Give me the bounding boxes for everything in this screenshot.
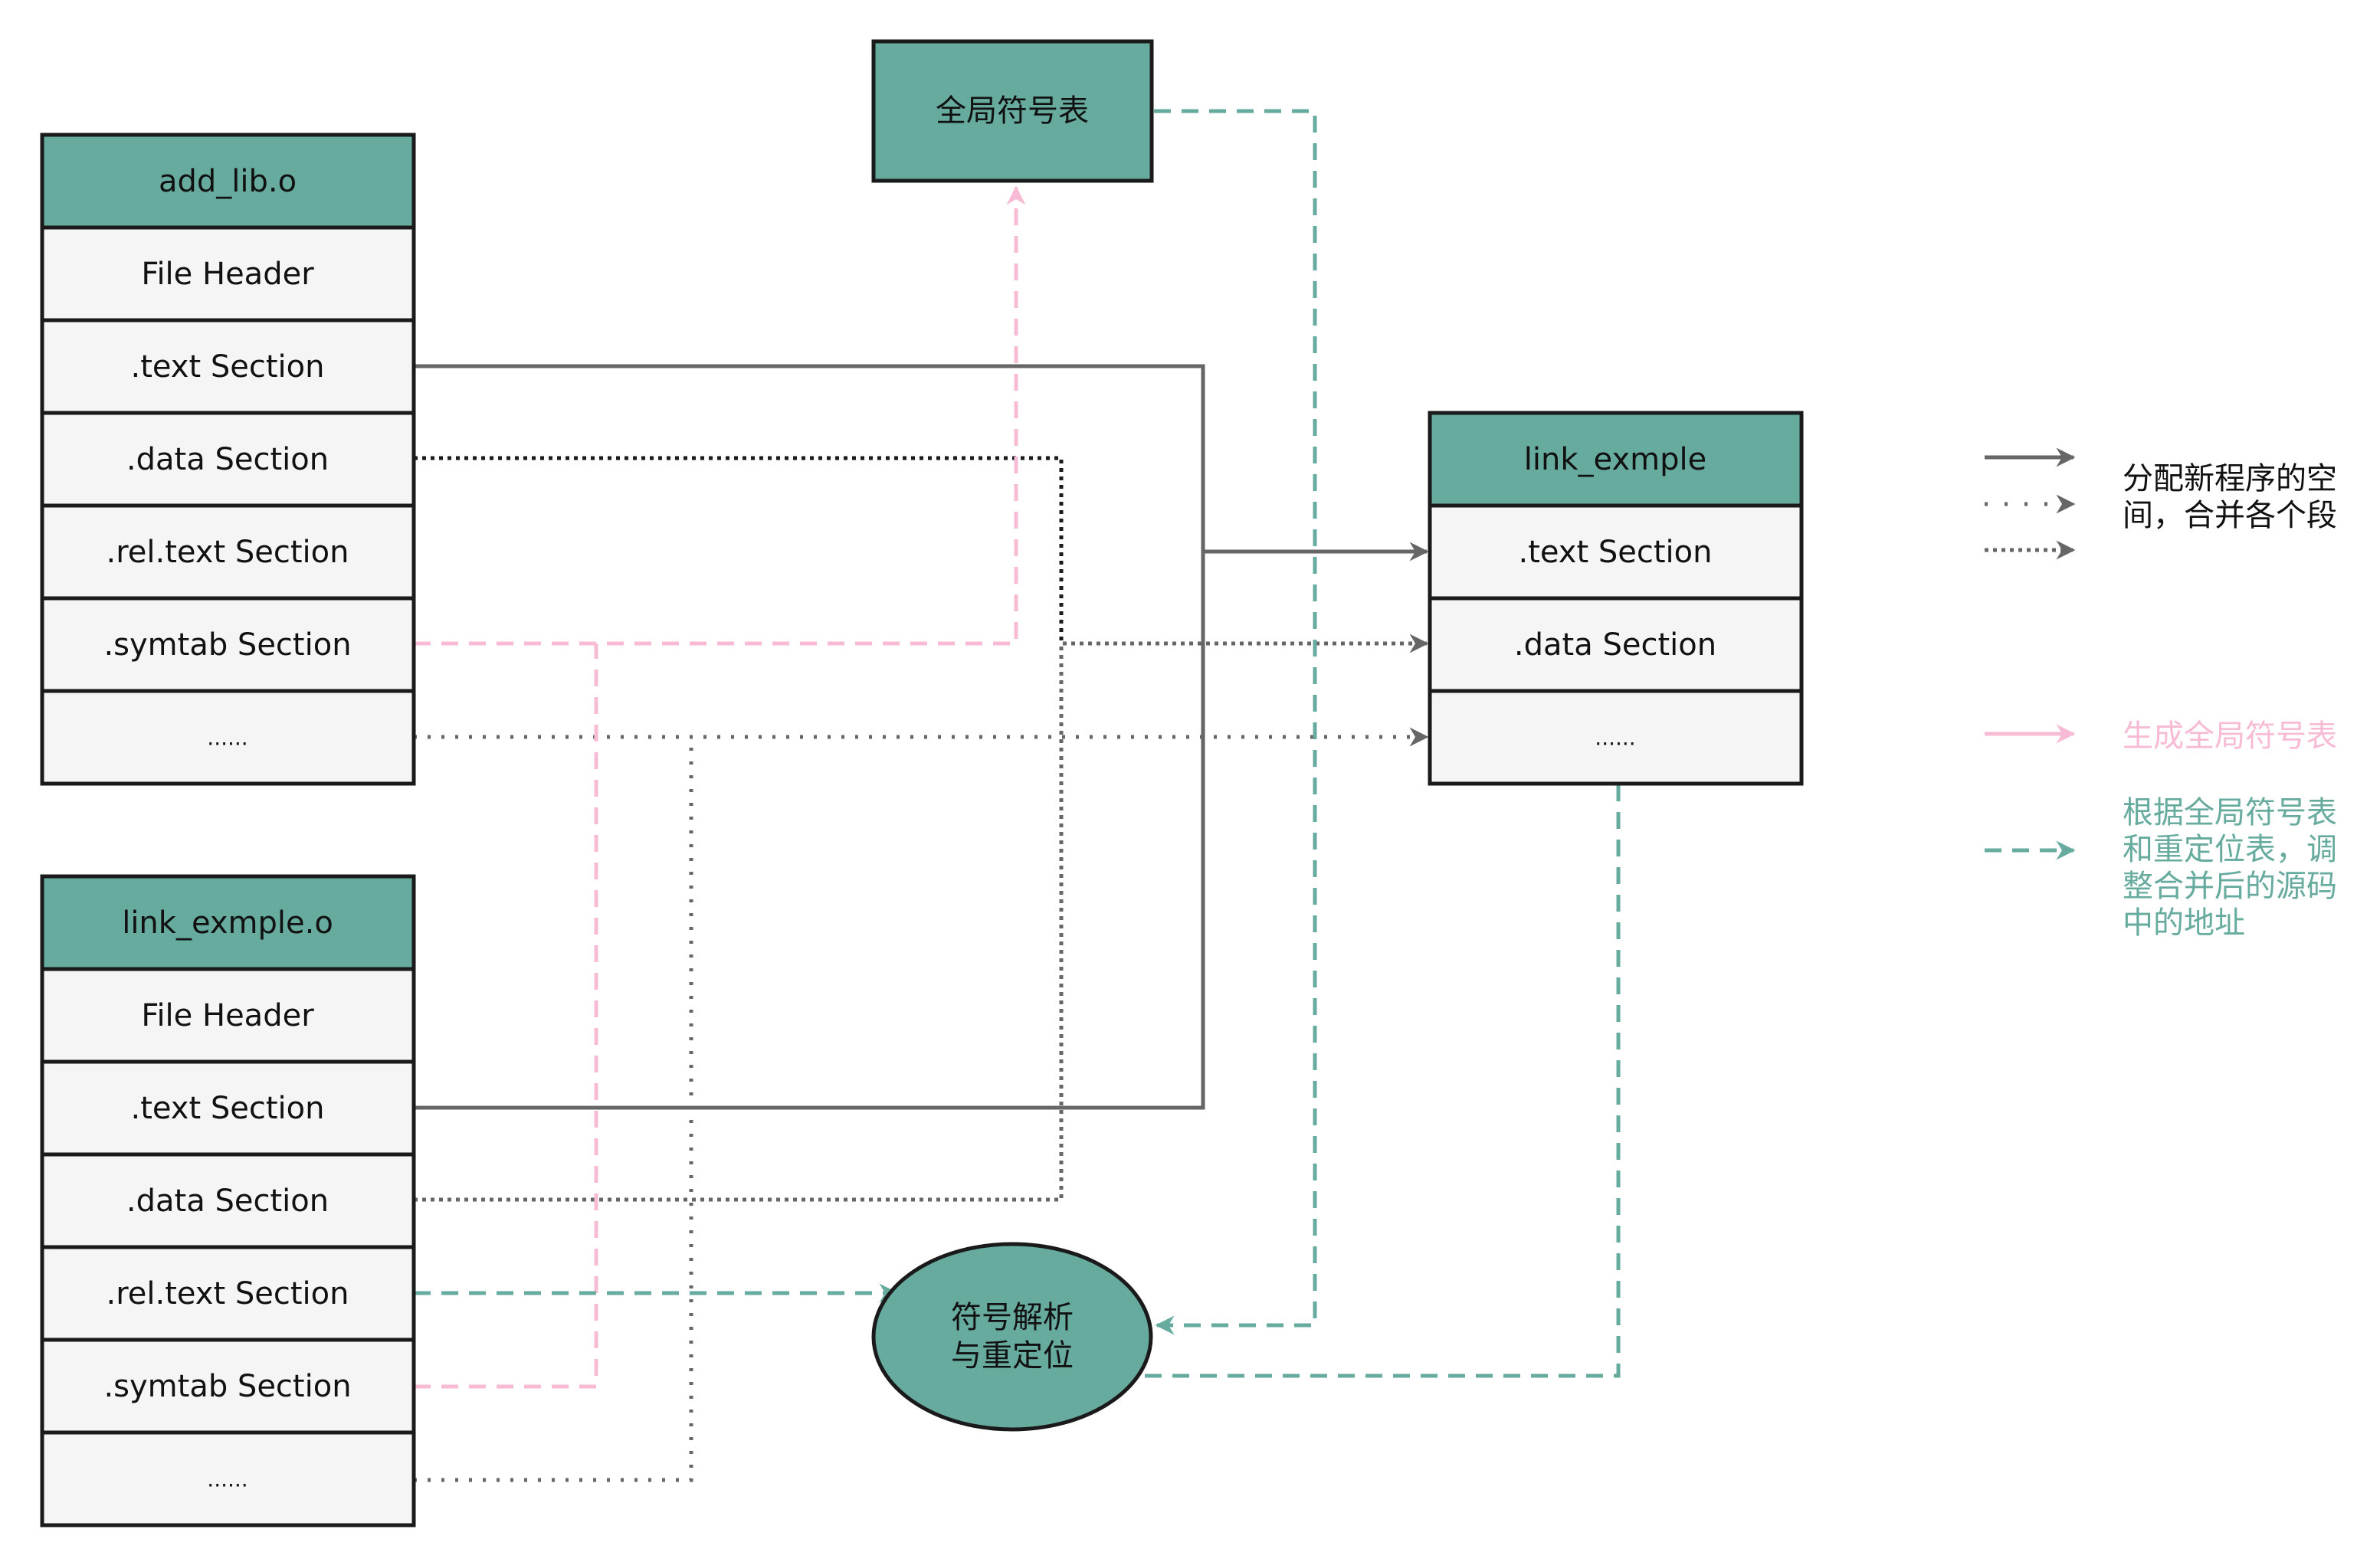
legend-generate-label: 生成全局符号表 xyxy=(2123,719,2337,754)
connector-linkexmple-text-to-link-text xyxy=(414,542,1429,1110)
link-exmple-o-ellipsis: ...... xyxy=(207,1467,248,1492)
link-exmple-object-file xyxy=(40,874,416,1527)
connector-addlib-text-to-link-text xyxy=(414,364,1205,552)
symbol-resolution-node xyxy=(871,1242,1153,1432)
link-exmple-o-row-1 xyxy=(40,967,416,1064)
add-lib-text-section: .text Section xyxy=(131,349,325,385)
symbol-resolution-line-2: 与重定位 xyxy=(951,1338,1074,1374)
link-exmple-data-section: .data Section xyxy=(1514,627,1716,663)
link-exmple-o-symtab-section: .symtab Section xyxy=(103,1369,351,1404)
add-lib-symtab-section: .symtab Section xyxy=(103,627,351,663)
link-exmple-o-rel-text-section: .rel.text Section xyxy=(107,1276,349,1311)
link-exmple-text-section: .text Section xyxy=(1519,535,1713,570)
add-lib-row-6 xyxy=(40,689,416,786)
connectors xyxy=(414,109,1628,1482)
add-lib-header-cell xyxy=(40,133,416,230)
link-exmple-o-row-5 xyxy=(40,1338,416,1435)
connector-addlib-data-to-link-data xyxy=(414,456,1064,643)
link-exmple-o-row-6 xyxy=(40,1430,416,1527)
link-exmple-o-data-section: .data Section xyxy=(126,1184,329,1219)
link-exmple-executable xyxy=(1428,411,1804,786)
symbol-resolution-line-1: 符号解析 xyxy=(951,1300,1074,1335)
legend: 分配新程序的空 间，合并各个段 生成全局符号表 根据全局符号表 和重定位表，调 … xyxy=(1985,447,2337,941)
add-lib-row-5 xyxy=(40,596,416,693)
add-lib-data-section: .data Section xyxy=(126,442,329,477)
add-lib-ellipsis: ...... xyxy=(207,725,248,751)
add-lib-rel-text-section: .rel.text Section xyxy=(107,535,349,570)
link-exmple-o-title: link_exmple.o xyxy=(122,905,333,941)
global-symbol-table-box xyxy=(871,39,1154,183)
link-exmple-o-header-cell xyxy=(40,874,416,971)
legend-merge-line-1: 分配新程序的空 xyxy=(2123,461,2337,496)
global-symbol-table-label: 全局符号表 xyxy=(936,93,1089,129)
connector-linkexmple-data-to-link-data xyxy=(414,634,1429,1202)
legend-adjust-line-1: 根据全局符号表 xyxy=(2123,795,2337,830)
legend-adjust-line-3: 整合并后的源码 xyxy=(2123,869,2337,904)
connector-linkexmple-symtab-to-global-table xyxy=(414,643,598,1389)
legend-adjust-line-2: 和重定位表，调 xyxy=(2123,832,2337,867)
link-exmple-ellipsis: ...... xyxy=(1595,725,1635,751)
connector-global-table-to-resolve xyxy=(1154,109,1317,1335)
link-exmple-o-text-section: .text Section xyxy=(131,1091,325,1126)
link-exmple-row-2 xyxy=(1428,596,1804,693)
legend-adjust-line-4: 中的地址 xyxy=(2123,905,2245,941)
connector-resolve-to-link-data xyxy=(1145,599,1628,1378)
link-exmple-row-3 xyxy=(1428,689,1804,786)
add-lib-title: add_lib.o xyxy=(159,164,297,199)
link-exmple-o-row-4 xyxy=(40,1245,416,1342)
link-exmple-title: link_exmple xyxy=(1524,442,1706,477)
add-lib-object-file xyxy=(40,133,416,786)
legend-merge-line-2: 间，合并各个段 xyxy=(2123,498,2337,533)
link-exmple-o-row-3 xyxy=(40,1152,416,1249)
connector-addlib-symtab-to-global-table xyxy=(414,185,1026,646)
add-lib-file-header: File Header xyxy=(141,257,314,292)
link-exmple-o-row-2 xyxy=(40,1059,416,1157)
add-lib-row-3 xyxy=(40,411,416,508)
add-lib-row-4 xyxy=(40,503,416,601)
link-exmple-o-file-header: File Header xyxy=(141,998,314,1033)
connector-linkexmple-etc-to-link-etc xyxy=(414,737,693,1482)
